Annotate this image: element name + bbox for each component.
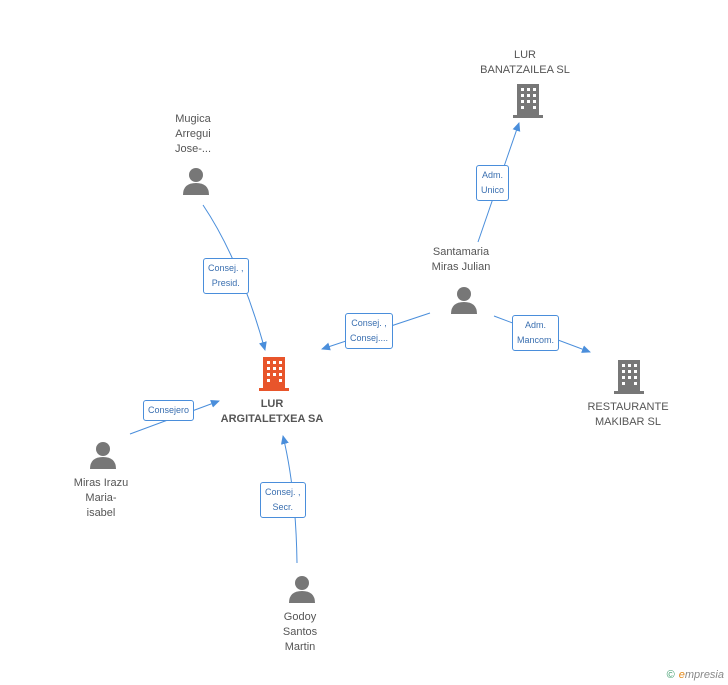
- building-icon[interactable]: [613, 360, 645, 394]
- node-label-line: isabel: [86, 507, 116, 519]
- node-label-line: Miras Irazu: [73, 477, 129, 489]
- empresia-watermark: ©empresia: [667, 669, 724, 681]
- node-label-line: LUR: [513, 49, 536, 61]
- edge-label-line: Consej. ,: [208, 263, 244, 273]
- node-label-line: Arregui: [175, 128, 211, 140]
- edge-label-consej-secr[interactable]: Consej. , Secr.: [260, 482, 306, 518]
- edge-label-consejero[interactable]: Consejero: [143, 400, 195, 421]
- copyright-symbol: ©: [666, 669, 675, 681]
- edge-label-adm-unico[interactable]: Adm. Unico: [476, 165, 510, 201]
- node-label-line: Miras Julian: [431, 261, 491, 273]
- node-label-line: LUR: [260, 398, 284, 410]
- edge-label-line: Consej....: [350, 333, 389, 343]
- edge-label-line: Secr.: [272, 502, 294, 512]
- edge-label-line: Adm.: [482, 170, 504, 180]
- node-label-line: Maria-: [85, 492, 117, 504]
- edge-label-line: Mancom.: [517, 335, 555, 345]
- node-label-line: Martin: [284, 641, 316, 653]
- person-icon[interactable]: [449, 286, 479, 314]
- node-label-line: Mugica: [175, 113, 211, 125]
- edge-label-line: Consejero: [148, 405, 190, 415]
- node-label-line: Jose-...: [174, 143, 212, 155]
- node-label-restaurante[interactable]: RESTAURANTE MAKIBAR SL: [573, 400, 683, 430]
- node-label-line: BANATZAILEA SL: [480, 64, 570, 76]
- person-icon[interactable]: [88, 441, 118, 469]
- brand-name: empresia: [679, 669, 724, 681]
- node-label-mugica[interactable]: Mugica Arregui Jose-...: [143, 112, 243, 157]
- edge-label-line: Consej. ,: [351, 318, 387, 328]
- node-label-line: Santamaria: [432, 246, 490, 258]
- edge-label-consej-presid[interactable]: Consej. , Presid.: [203, 258, 249, 294]
- building-icon[interactable]: [258, 357, 290, 391]
- edge-label-line: Unico: [481, 185, 505, 195]
- edge-label-adm-mancom[interactable]: Adm. Mancom.: [512, 315, 560, 351]
- node-label-line: Godoy: [283, 611, 317, 623]
- node-label-line: ARGITALETXEA SA: [220, 413, 324, 425]
- edge-label-consej-consej[interactable]: Consej. , Consej....: [345, 313, 394, 349]
- brand-initial: e: [678, 669, 685, 681]
- node-label-lur-argitaletxea[interactable]: LUR ARGITALETXEA SA: [207, 397, 337, 427]
- brand-rest: mpresia: [684, 669, 724, 681]
- node-label-lur-banatzailea[interactable]: LUR BANATZAILEA SL: [465, 48, 585, 78]
- edge-label-line: Presid.: [211, 278, 240, 288]
- edge-label-line: Adm.: [525, 320, 547, 330]
- node-label-line: Santos: [282, 626, 318, 638]
- building-icon[interactable]: [512, 84, 544, 118]
- node-label-line: MAKIBAR SL: [594, 416, 662, 428]
- node-label-line: RESTAURANTE: [587, 401, 669, 413]
- node-label-miras-irazu[interactable]: Miras Irazu Maria- isabel: [51, 476, 151, 521]
- edge-label-line: Consej. ,: [265, 487, 301, 497]
- person-icon[interactable]: [181, 167, 211, 195]
- person-icon[interactable]: [287, 575, 317, 603]
- node-label-godoy[interactable]: Godoy Santos Martin: [250, 610, 350, 655]
- node-label-santamaria[interactable]: Santamaria Miras Julian: [406, 245, 516, 275]
